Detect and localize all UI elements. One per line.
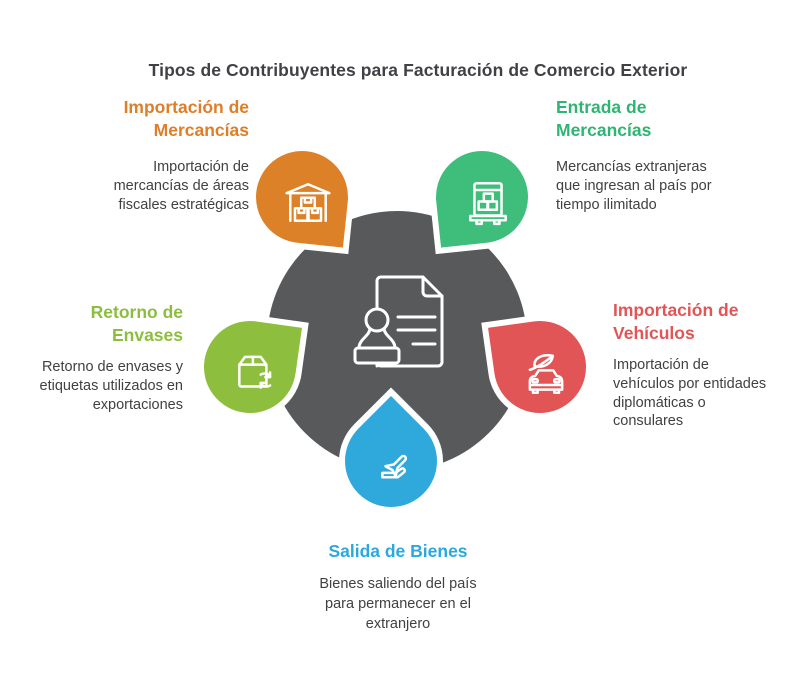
heading-entrada-mercancias: Entrada de Mercancías	[556, 97, 652, 140]
heading-importacion-vehiculos: Importación de Vehículos	[613, 300, 739, 343]
body-retorno-envases: Retorno de envases y etiquetas utilizado…	[39, 359, 184, 413]
body-entrada-mercancias: Mercancías extranjeras que ingresan al p…	[556, 159, 712, 213]
body-importacion-mercancias: Importación de mercancías de áreas fisca…	[113, 159, 249, 213]
warehouse-boxes-icon	[283, 178, 333, 228]
heading-salida-bienes: Salida de Bienes	[328, 541, 468, 561]
body-importacion-vehiculos: Importación de vehículos por entidades d…	[613, 357, 767, 430]
eco-car-icon	[521, 348, 571, 398]
truck-boxes-icon	[463, 178, 513, 228]
page-title: Tipos de Contribuyentes para Facturación…	[148, 59, 688, 80]
box-recycle-icon	[231, 348, 281, 398]
document-stamp-icon	[347, 272, 447, 372]
heading-retorno-envases: Retorno de Envases	[90, 302, 183, 345]
plane-hand-icon	[372, 440, 422, 490]
heading-importacion-mercancias: Importación de Mercancías	[123, 97, 249, 140]
body-salida-bienes: Bienes saliendo del país para permanecer…	[319, 576, 477, 632]
